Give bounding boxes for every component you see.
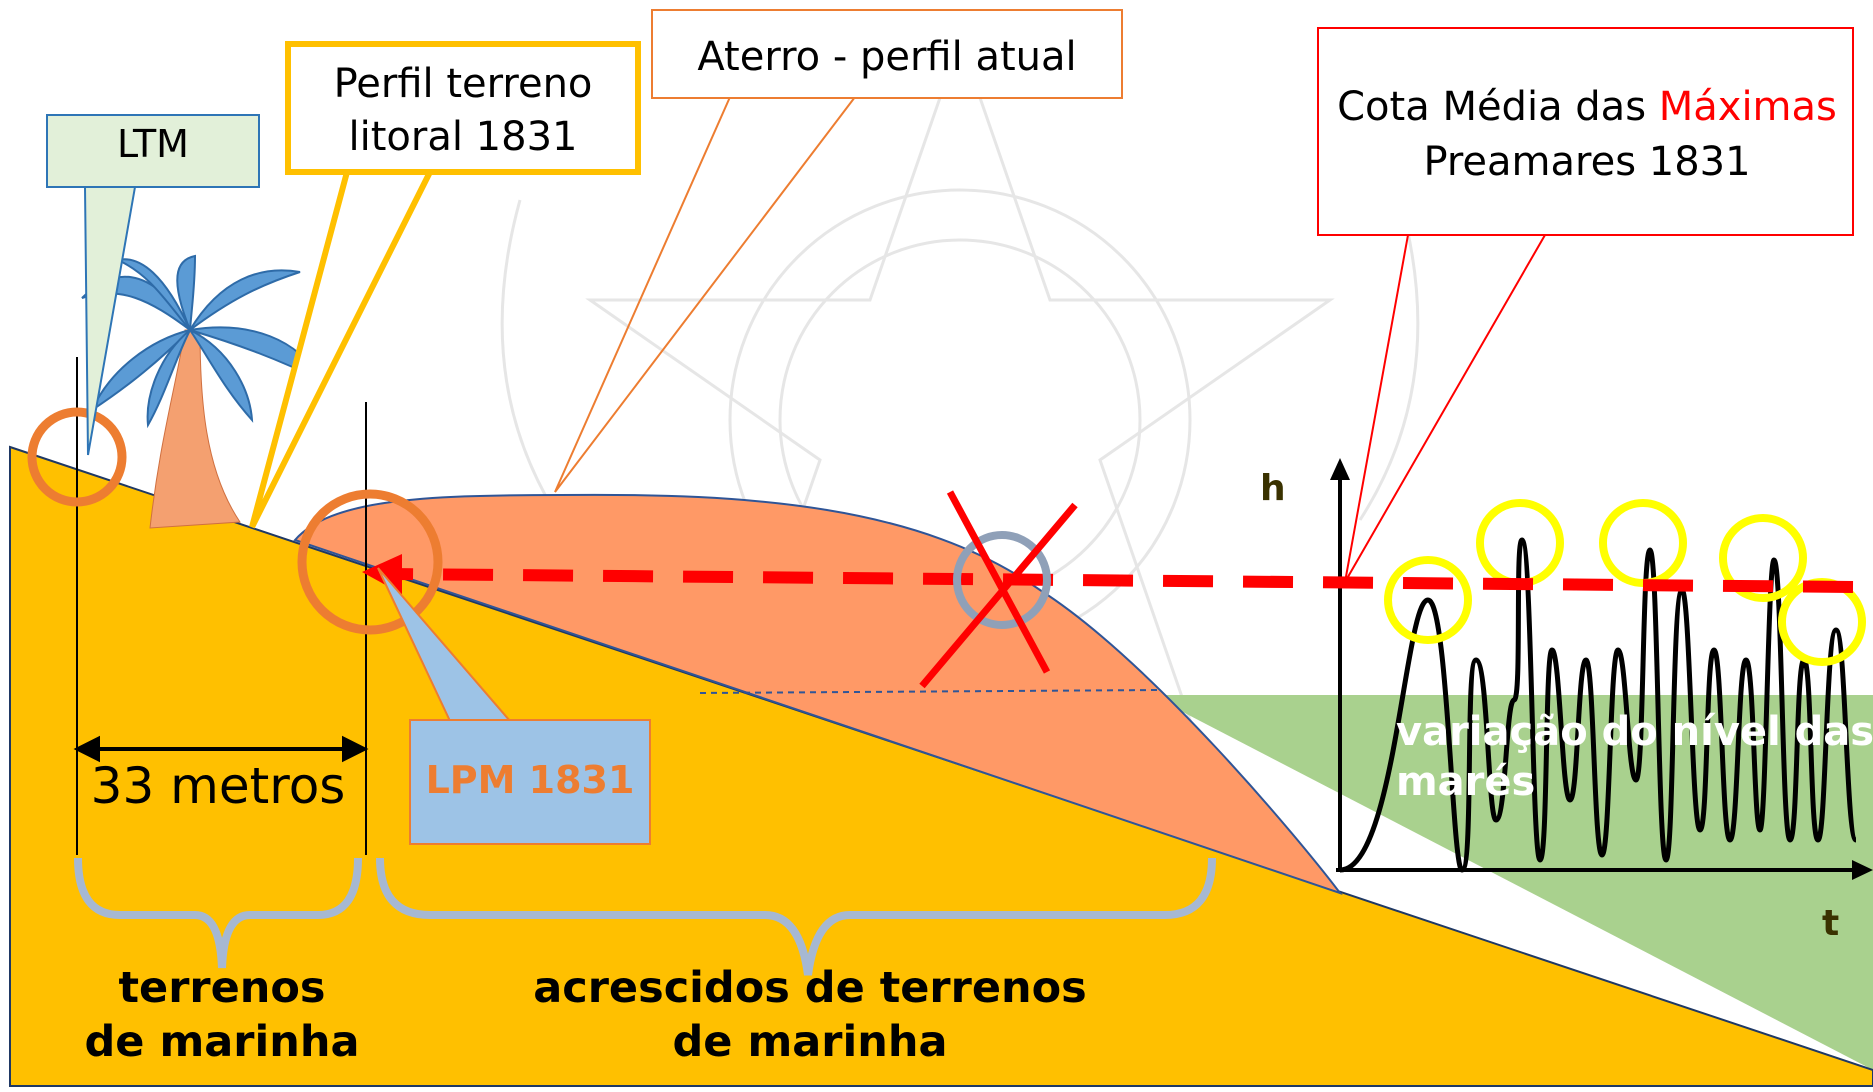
cota-callout-line1-red: Máximas [1659, 84, 1837, 130]
cota-callout [1317, 27, 1854, 236]
tide-peak-markers [1384, 499, 1866, 666]
lpm-callout [409, 719, 651, 845]
cota-callout-line1-black: Cota Média das [1337, 84, 1659, 130]
t-axis-label: t [1822, 903, 1839, 944]
tide-graph: h t variação do nível das marés [1260, 458, 1873, 944]
perfil-callout [285, 41, 641, 175]
ltm-callout-text: LTM [117, 122, 189, 166]
cross-out-icon [919, 490, 1078, 689]
terrenos-label-line2: de marinha [85, 1017, 360, 1067]
peak-circle [1599, 499, 1687, 587]
terrenos-brace [74, 857, 362, 969]
aterro-callout-pointer [554, 96, 856, 493]
lpm-callout-text: LPM 1831 [426, 758, 635, 802]
lpm-point-circle [297, 489, 443, 635]
mean-high-tide-line [391, 568, 1854, 593]
acrescidos-label-line2: de marinha [673, 1017, 948, 1067]
acrescidos-label-line1: acrescidos de terrenos [533, 963, 1087, 1013]
cancelled-intersection-circle [953, 531, 1051, 629]
palm-tree-icon [81, 254, 323, 529]
cota-callout-pointer [1344, 234, 1546, 583]
ltm-callout [46, 114, 260, 188]
perfil-callout-line1: Perfil terreno [334, 61, 593, 107]
distance-label: 33 metros [91, 757, 346, 815]
acrescidos-brace [376, 857, 1216, 976]
t-axis-arrowhead [1852, 860, 1873, 880]
aterro-callout [651, 9, 1123, 99]
h-axis-arrowhead [1330, 458, 1350, 480]
ltm-callout-pointer [83, 186, 137, 456]
peak-circle [1778, 578, 1866, 666]
tide-label-line1: variação do nível das [1396, 709, 1873, 755]
perfil-callout-line2: litoral 1831 [349, 114, 578, 160]
landfill-area [293, 493, 1343, 895]
h-axis-label: h [1260, 468, 1286, 509]
peak-circle [1384, 556, 1472, 644]
aterro-callout-text: Aterro - perfil atual [697, 34, 1076, 80]
perfil-callout-pointer [249, 170, 433, 529]
peak-circle [1719, 514, 1807, 602]
distance-arrow [73, 735, 369, 763]
cota-callout-line2: Preamares 1831 [1423, 139, 1750, 185]
tide-label-line2: marés [1396, 759, 1535, 805]
terrenos-label-line1: terrenos [118, 963, 325, 1013]
tide-wave [1339, 537, 1859, 873]
ltm-point-circle [27, 407, 127, 507]
cota-callout-line1: Cota Média das Máximas [1337, 84, 1837, 130]
